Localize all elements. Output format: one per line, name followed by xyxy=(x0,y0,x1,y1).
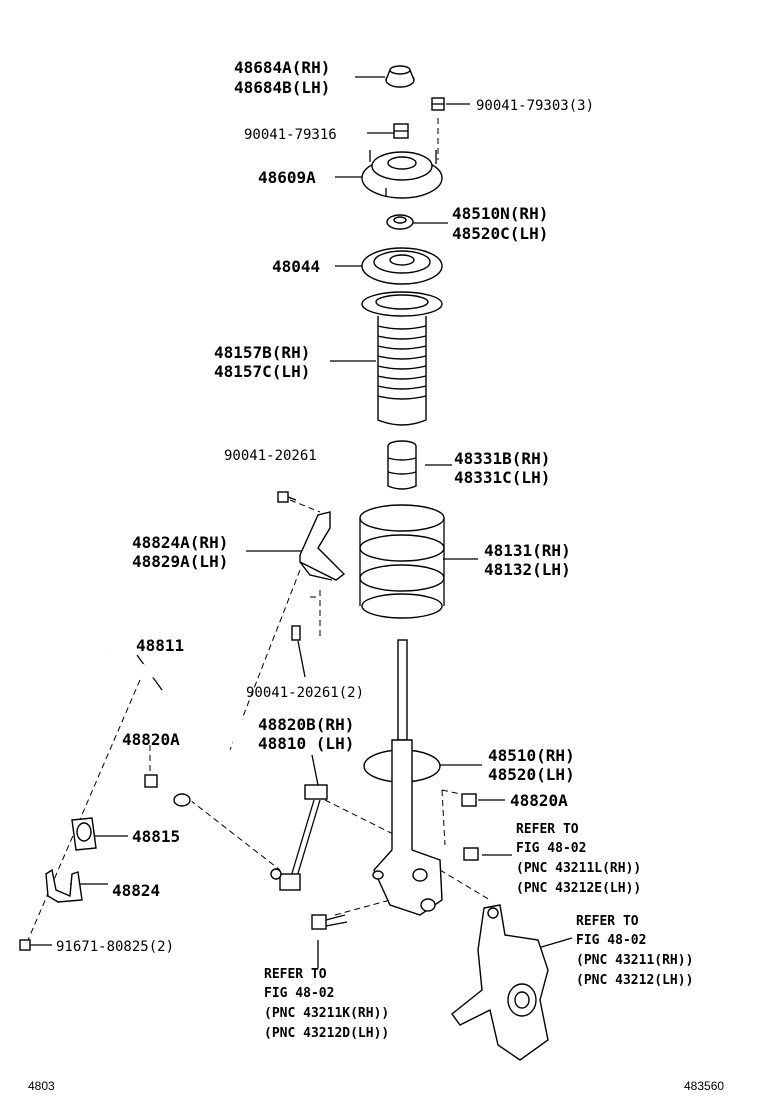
footer-right-code: 483560 xyxy=(684,1079,724,1093)
boot-part xyxy=(361,291,443,426)
lower-bolt-part xyxy=(311,914,348,930)
footer-left-code: 4803 xyxy=(28,1079,55,1093)
label-link-lh: 48810 (LH) xyxy=(258,734,354,753)
label-nut-b: 90041-79316 xyxy=(244,127,337,143)
knuckle-part xyxy=(451,904,549,1061)
label-nut-c: 48820A xyxy=(122,730,180,749)
label-spring-lh: 48132(LH) xyxy=(484,560,571,579)
shock-part xyxy=(363,639,443,916)
label-bolt-b: 90041-20261(2) xyxy=(246,685,364,701)
bumper-part xyxy=(387,440,417,490)
ref3-line-2: FIG 48-02 xyxy=(264,986,334,1001)
assembly-lines xyxy=(27,118,491,941)
link-part xyxy=(270,784,328,891)
label-nut-a: 90041-79303(3) xyxy=(476,98,594,114)
label-bracket-lh: 48829A(LH) xyxy=(132,552,228,571)
bolt-a-part xyxy=(277,491,297,503)
label-stabilizer: 48811 xyxy=(136,636,184,655)
ref2-line-2: FIG 48-02 xyxy=(576,933,646,948)
label-cap-rh: 48684A(RH) xyxy=(234,58,330,77)
cap-part xyxy=(385,65,415,88)
knuckle-nut-part xyxy=(463,847,479,861)
nut-a-part xyxy=(431,97,445,111)
ref1-line-1: REFER TO xyxy=(516,822,579,837)
stabilizer-part xyxy=(106,650,243,807)
reference-note-1: REFER TO FIG 48-02 (PNC 43211L(RH)) (PNC… xyxy=(516,822,641,896)
label-bracket-b: 48824 xyxy=(112,881,160,900)
label-boot-rh: 48157B(RH) xyxy=(214,343,310,362)
label-bracket-rh: 48824A(RH) xyxy=(132,533,228,552)
label-cap-lh: 48684B(LH) xyxy=(234,78,330,97)
label-spring-rh: 48131(RH) xyxy=(484,541,571,560)
bearing-part xyxy=(386,214,414,230)
nut-b-part xyxy=(393,123,409,139)
label-seat: 48044 xyxy=(272,257,320,276)
part-labels: 48684A(RH) 48684B(LH) 90041-79303(3) 900… xyxy=(56,58,594,955)
bracket-part xyxy=(299,511,346,581)
label-shock-lh: 48520(LH) xyxy=(488,765,575,784)
support-part xyxy=(361,150,443,199)
label-bolt-a: 90041-20261 xyxy=(224,448,317,464)
seat-part xyxy=(361,247,443,285)
bushing-part xyxy=(71,817,97,851)
spring-part xyxy=(359,504,445,619)
label-nut-d: 48820A xyxy=(510,791,568,810)
label-bumper-lh: 48331C(LH) xyxy=(454,468,550,487)
label-support: 48609A xyxy=(258,168,316,187)
ref3-line-3: (PNC 43211K(RH)) xyxy=(264,1006,389,1021)
bracket-b-part xyxy=(45,868,83,903)
ref1-line-4: (PNC 43212E(LH)) xyxy=(516,881,641,896)
leader-lines xyxy=(30,76,573,968)
label-bumper-rh: 48331B(RH) xyxy=(454,449,550,468)
ref2-line-3: (PNC 43211(RH)) xyxy=(576,953,693,968)
label-shock-rh: 48510(RH) xyxy=(488,746,575,765)
reference-note-2: REFER TO FIG 48-02 (PNC 43211(RH)) (PNC … xyxy=(576,914,693,988)
label-link-rh: 48820B(RH) xyxy=(258,715,354,734)
label-bushing: 48815 xyxy=(132,827,180,846)
nut-c-part xyxy=(144,774,158,788)
ref2-line-4: (PNC 43212(LH)) xyxy=(576,973,693,988)
label-bearing-rh: 48510N(RH) xyxy=(452,204,548,223)
ref3-line-4: (PNC 43212D(LH)) xyxy=(264,1026,389,1041)
label-boot-lh: 48157C(LH) xyxy=(214,362,310,381)
ref2-line-1: REFER TO xyxy=(576,914,639,929)
ref3-line-1: REFER TO xyxy=(264,967,327,982)
label-bolt-c: 91671-80825(2) xyxy=(56,939,174,955)
label-bearing-lh: 48520C(LH) xyxy=(452,224,548,243)
nut-d-part xyxy=(461,793,477,807)
boot-ribs xyxy=(377,325,427,400)
ref1-line-3: (PNC 43211L(RH)) xyxy=(516,861,641,876)
reference-note-3: REFER TO FIG 48-02 (PNC 43211K(RH)) (PNC… xyxy=(264,967,389,1041)
bolt-c-part xyxy=(19,939,31,951)
bolt-b-part xyxy=(291,625,301,641)
ref1-line-2: FIG 48-02 xyxy=(516,841,586,856)
